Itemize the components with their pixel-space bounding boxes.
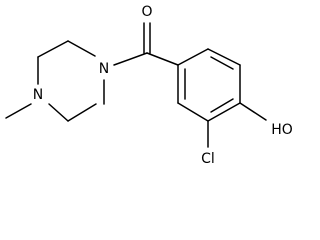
- atom-label-hydroxyl: HO: [271, 122, 293, 138]
- ring-bond: [37, 40, 69, 58]
- chemical-structure: O N N HO Cl: [5, 4, 293, 167]
- ring-bond: [207, 102, 241, 122]
- bond-carbonyl-to-nitrogen: [113, 52, 148, 66]
- atom-label-oxygen: O: [141, 4, 152, 20]
- atom-label-chlorine: Cl: [201, 151, 215, 167]
- ring-bond: [207, 48, 241, 66]
- ring-bond: [177, 102, 209, 122]
- ring-bond: [48, 103, 69, 122]
- atom-label-nitrogen-amide: N: [99, 61, 109, 77]
- atom-label-nitrogen-methyl: N: [33, 87, 43, 103]
- ring-bond: [177, 48, 209, 66]
- ring-inner-double-bond: [210, 98, 234, 113]
- bond-carbonyl-to-ring: [146, 52, 179, 66]
- carbonyl-double-bond: [143, 22, 151, 54]
- ring-bond: [67, 103, 97, 122]
- benzene-ring: [177, 48, 241, 122]
- ring-bond: [67, 40, 96, 57]
- bond-nitrogen-to-methyl: [5, 103, 32, 119]
- ring-inner-double-bond: [210, 56, 234, 70]
- bond-ring-to-hydroxyl: [239, 102, 267, 121]
- piperazine-ring: [37, 40, 105, 122]
